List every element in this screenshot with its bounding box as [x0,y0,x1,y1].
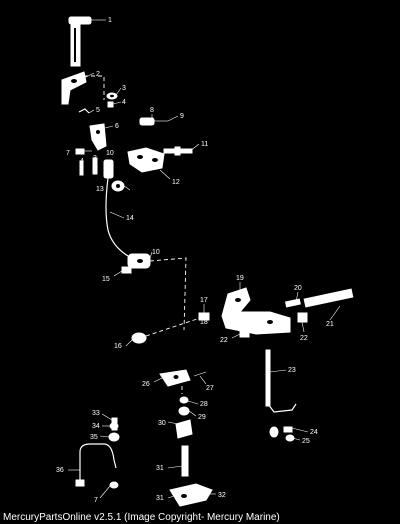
callout-5: 5 [96,107,100,114]
callout-30: 30 [158,420,166,427]
callout-20: 20 [294,285,302,292]
part-3-pin [92,157,98,175]
callout-23: 23 [288,367,296,374]
callout-17: 17 [200,297,208,304]
callout-22-right: 22 [300,335,308,342]
callout-labels: 1 2 3 4 5 6 7 3 4 8 9 10 11 12 13 14 10 … [56,17,334,504]
callout-9: 9 [180,113,184,120]
part-5-clip [78,108,90,114]
callout-2: 2 [96,71,100,78]
part-32-lever [169,483,213,507]
part-25-washer [285,434,295,442]
callout-24: 24 [310,429,318,436]
callout-31-upper: 31 [156,465,164,472]
part-36-link [79,443,117,482]
part-10-lower-end [127,253,151,269]
callout-21: 21 [326,321,334,328]
part-7-washer [109,481,119,489]
callout-26: 26 [142,381,150,388]
callout-28: 28 [200,401,208,408]
callout-29: 29 [198,414,206,421]
part-35-washer [108,432,120,442]
callout-33: 33 [92,410,100,417]
part-11-rod [163,146,193,156]
callout-8: 8 [150,107,154,114]
part-36-end [75,479,85,487]
copyright-caption: MercuryPartsOnline v2.5.1 (Image Copyrig… [3,512,280,523]
callout-34: 34 [92,423,100,430]
part-34-washer [109,422,119,430]
callout-18: 18 [200,319,208,326]
part-22-nut-2 [297,312,308,323]
part-16-washer [131,332,147,344]
part-2-arm [61,71,87,105]
part-6-bracket [89,123,107,151]
callout-13: 13 [96,186,104,193]
callout-14: 14 [126,215,134,222]
part-4-pin [79,160,84,176]
callout-1: 1 [108,17,112,24]
part-7-screw [75,148,92,155]
callout-4: 4 [122,99,126,106]
callout-10-upper: 10 [106,150,114,157]
part-30-block [175,419,193,439]
part-23-rod [265,349,297,438]
part-14-cable [105,177,129,257]
callout-7-lower: 7 [94,497,98,504]
callout-3-lower: 3 [93,155,97,162]
callout-31-lower: 31 [156,495,164,502]
part-19-shift-lever [221,287,291,335]
part-10-end [103,159,114,179]
part-12-link [127,147,165,173]
callout-25: 25 [302,438,310,445]
callout-10-lower: 10 [152,249,160,256]
callout-4-lower: 4 [80,158,84,165]
part-31-post [181,445,189,477]
part-15-fitting [121,266,132,274]
callout-22-left: 22 [220,337,228,344]
callout-3: 3 [122,85,126,92]
callout-32: 32 [218,492,226,499]
callout-19: 19 [236,275,244,282]
callout-27: 27 [206,385,214,392]
callout-7-upper: 7 [66,150,70,157]
callout-16: 16 [114,343,122,350]
callout-15: 15 [102,276,110,283]
part-8-spring [139,117,168,126]
part-22-nut [239,329,250,338]
part-24-clip [283,426,293,433]
callout-11: 11 [201,141,208,148]
part-26-link [159,369,191,387]
callout-36: 36 [56,467,64,474]
part-1-lever [68,16,92,67]
part-21-shaft [284,288,354,308]
callout-6: 6 [115,123,119,130]
part-29-washer [178,406,190,416]
part-4-nut [107,101,114,108]
part-28-washer [179,396,189,404]
callout-35: 35 [90,434,98,441]
callout-12: 12 [172,179,180,186]
callout-leaders [68,19,341,499]
part-27-pin [193,371,207,377]
